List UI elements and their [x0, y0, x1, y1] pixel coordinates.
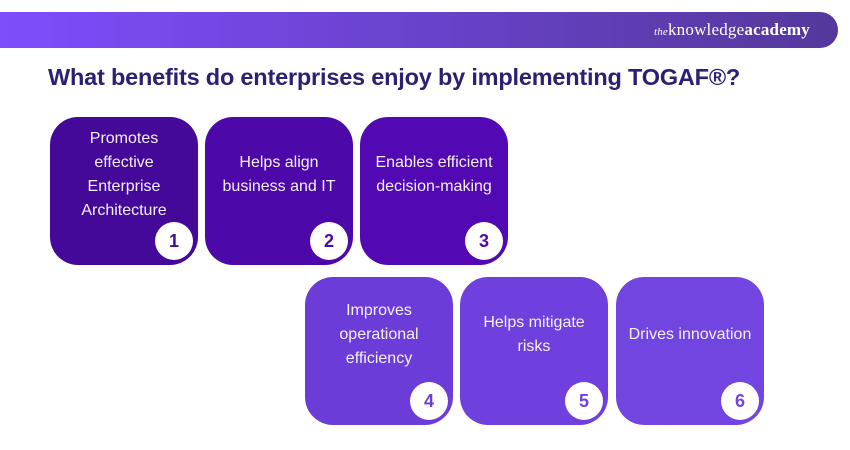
benefit-card-6: Drives innovation 6: [616, 277, 764, 425]
benefit-card-text: Drives innovation: [628, 326, 752, 343]
benefit-card-text: Improves operational efficiency: [339, 302, 419, 367]
benefit-card-text: Enables efficient decision-making: [375, 154, 493, 195]
benefit-card-1: Promotes effective Enterprise Architectu…: [50, 117, 198, 265]
benefit-card-number-badge: 5: [565, 382, 603, 420]
benefit-card-2: Helps align business and IT 2: [205, 117, 353, 265]
benefit-card-number-badge: 2: [310, 222, 348, 260]
logo-the-text: the: [653, 26, 668, 38]
logo-knowledge-text: knowledge: [667, 20, 745, 39]
benefit-card-number-badge: 4: [410, 382, 448, 420]
benefit-card-number-badge: 3: [465, 222, 503, 260]
benefit-card-number-badge: 1: [155, 222, 193, 260]
benefit-card-text: Helps mitigate risks: [483, 314, 585, 355]
logo-academy-text: academy: [744, 20, 810, 39]
benefit-card-text: Promotes effective Enterprise Architectu…: [81, 130, 167, 219]
page-title: What benefits do enterprises enjoy by im…: [48, 64, 741, 90]
benefit-card-text: Helps align business and IT: [222, 154, 336, 195]
knowledge-academy-logo: theknowledgeacademy: [654, 20, 810, 40]
benefit-card-number-badge: 6: [721, 382, 759, 420]
header-brand-bar: theknowledgeacademy: [0, 12, 838, 48]
benefit-card-3: Enables efficient decision-making 3: [360, 117, 508, 265]
benefit-card-5: Helps mitigate risks 5: [460, 277, 608, 425]
benefit-card-4: Improves operational efficiency 4: [305, 277, 453, 425]
